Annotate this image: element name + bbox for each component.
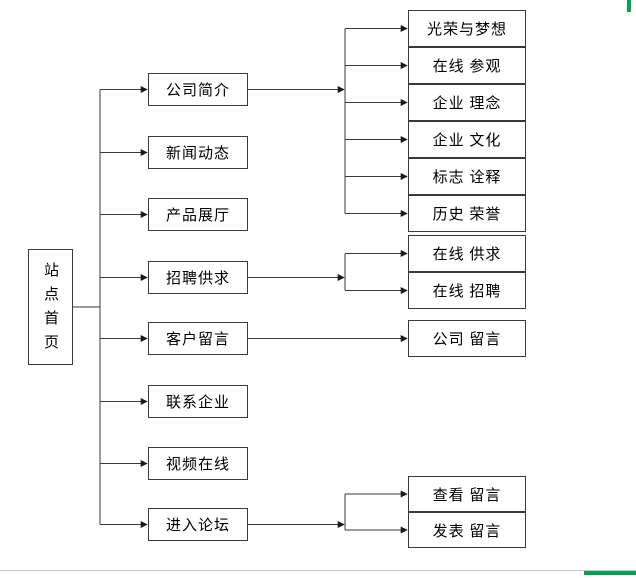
node-product-showroom: 产品展厅: [148, 198, 248, 231]
node-history-honors: 历史 荣誉: [408, 195, 526, 232]
node-online-recruitment: 在线 招聘: [408, 272, 526, 309]
node-online-supply-demand: 在线 供求: [408, 235, 526, 272]
node-contact-enterprise: 联系企业: [148, 385, 248, 418]
node-logo-interpretation: 标志 诠释: [408, 158, 526, 195]
node-company-message: 公司 留言: [408, 320, 526, 357]
node-customer-messages: 客户留言: [148, 322, 248, 355]
node-post-messages: 发表 留言: [408, 512, 526, 548]
node-glory-and-dreams: 光荣与梦想: [408, 10, 526, 47]
node-corporate-culture: 企业 文化: [408, 121, 526, 158]
node-view-messages: 查看 留言: [408, 476, 526, 512]
node-news: 新闻动态: [148, 136, 248, 169]
node-recruitment: 招聘供求: [148, 261, 248, 294]
node-online-visit: 在线 参观: [408, 47, 526, 84]
node-site-home: 站点首页: [28, 249, 73, 365]
node-enter-forum: 进入论坛: [148, 508, 248, 541]
node-video-online: 视频在线: [148, 447, 248, 480]
node-corporate-philosophy: 企业 理念: [408, 84, 526, 121]
bottom-rule: [0, 570, 636, 571]
bottom-right-edge-marker: [584, 571, 636, 575]
node-company-profile: 公司简介: [148, 73, 248, 106]
top-right-edge-marker: [627, 0, 631, 12]
